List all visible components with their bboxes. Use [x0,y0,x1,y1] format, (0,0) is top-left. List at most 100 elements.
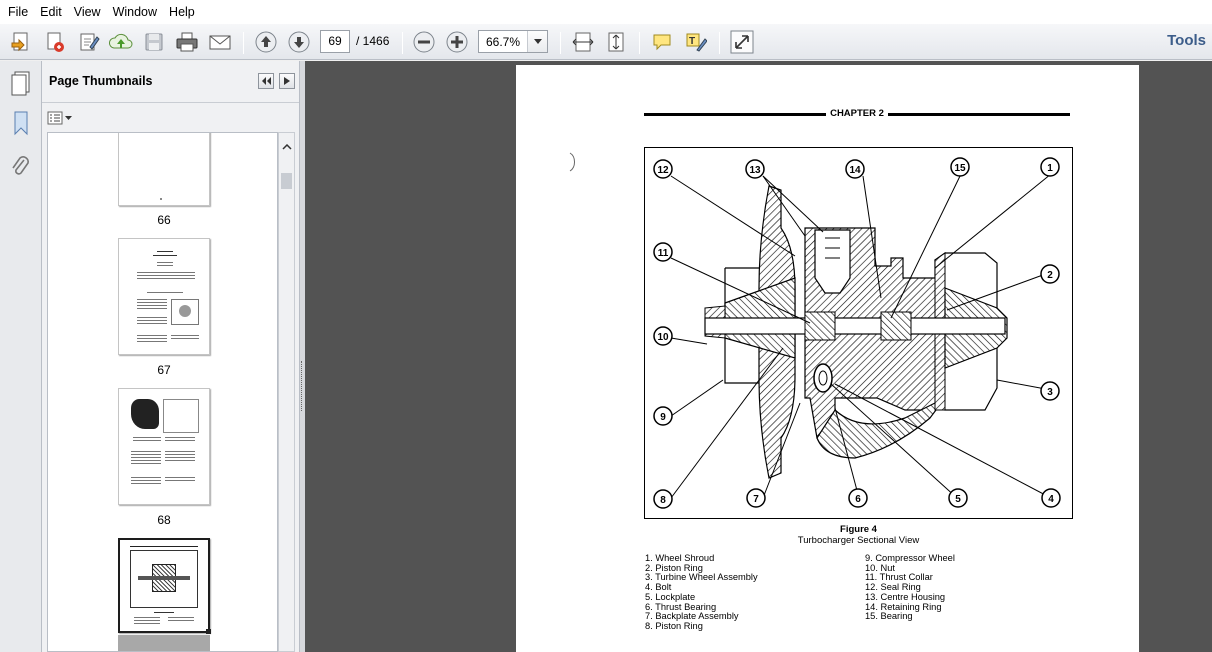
callout-1: 1 [1047,163,1053,174]
thumbnail-page-67[interactable] [118,238,210,355]
callout-leaders [670,173,1052,499]
print-icon[interactable] [175,30,199,54]
callout-circles [653,157,1061,509]
callout-11-circle [653,242,673,262]
thumbnail-label-67: 67 [157,363,171,377]
toolbar-separator [243,32,244,54]
turbocharger-figure: 12 13 14 15 1 11 2 10 3 9 8 7 6 5 4 [644,147,1073,519]
zoom-out-icon[interactable] [412,30,436,54]
edit-document-icon[interactable] [77,30,101,54]
combine-files-icon[interactable] [43,30,67,54]
chevron-down-icon[interactable] [527,31,547,52]
menu-window[interactable]: Window [112,5,158,19]
toolbar-separator [719,32,720,54]
email-icon[interactable] [208,30,232,54]
options-menu-icon[interactable] [47,110,73,126]
callout-14: 14 [849,165,861,176]
menu-view[interactable]: View [73,5,101,19]
callout-8: 8 [660,495,666,506]
callout-13-circle [745,159,765,179]
page-thumbnails-icon[interactable] [6,67,36,99]
legend-item: 8. Piston Ring [645,620,703,631]
callout-4-circle [1041,488,1061,508]
scrollbar-thumb[interactable] [281,173,292,189]
fullscreen-icon[interactable] [730,30,754,54]
next-page-icon[interactable] [287,30,311,54]
thumbnails-panel: Page Thumbnails 66 [42,61,300,652]
legend-item: 6. Thrust Bearing [645,601,717,612]
callout-2-circle [1040,264,1060,284]
thumbnail-label-66: 66 [157,213,171,227]
panel-header: Page Thumbnails [42,61,299,103]
document-page: CHAPTER 2 [516,65,1139,652]
legend-item: 1. Wheel Shroud [645,553,715,563]
toolbar-separator [639,32,640,54]
create-pdf-icon[interactable] [10,30,34,54]
legend-item: 11. Thrust Collar [865,572,933,583]
chapter-header: CHAPTER 2 [644,108,1070,120]
callout-12: 12 [657,165,669,176]
callout-14-circle [845,159,865,179]
legend-item: 14. Retaining Ring [865,601,942,612]
comment-icon[interactable] [650,30,674,54]
callout-15: 15 [954,163,966,174]
callout-15-circle [950,157,970,177]
highlight-text-icon[interactable]: T [684,30,708,54]
scan-mark [569,152,575,172]
panel-resize-handle[interactable] [300,61,305,652]
save-icon[interactable] [142,30,166,54]
options-bar [42,104,299,132]
upload-cloud-icon[interactable] [109,30,133,54]
zoom-select[interactable] [478,30,548,53]
bookmarks-icon[interactable] [6,107,36,139]
page-total: / 1466 [356,34,390,48]
figure-title: Figure 4 [840,524,877,535]
thumbnail-page-66[interactable] [118,133,210,206]
zoom-in-icon[interactable] [445,30,469,54]
toolbar: 69 / 1466 T Tools [0,24,1212,60]
page-number-input[interactable]: 69 [320,30,350,53]
legend-item: 2. Piston Ring [645,562,703,573]
callout-1-circle [1040,157,1060,177]
menu-help[interactable]: Help [169,5,195,19]
expand-panel-icon[interactable] [279,73,295,89]
thumbnail-list[interactable]: 66 67 [47,132,278,652]
previous-page-icon[interactable] [254,30,278,54]
panel-title: Page Thumbnails [49,74,153,88]
tools-button[interactable]: Tools [1167,32,1206,49]
thumbnail-label-68: 68 [157,513,171,527]
legend-item: 7. Backplate Assembly [645,611,739,622]
callout-11: 11 [658,248,669,259]
callout-13: 13 [749,165,761,176]
legend-right: 9. Compressor Wheel 10. Nut 11. Thrust C… [865,553,955,622]
callout-12-circle [653,159,673,179]
legend-item: 13. Centre Housing [865,591,946,602]
thumbnail-page-68[interactable] [118,388,210,505]
callout-4: 4 [1048,494,1054,505]
legend-item: 15. Bearing [865,611,913,622]
thumbnail-scrollbar[interactable] [278,132,295,652]
collapse-panel-icon[interactable] [258,73,274,89]
thumbnail-page-69[interactable] [118,538,211,634]
toolbar-separator [402,32,403,54]
menu-file[interactable]: File [8,5,29,19]
navigation-pane-strip [0,61,42,652]
legend-item: 9. Compressor Wheel [865,553,955,563]
menu-edit[interactable]: Edit [40,5,62,19]
fit-page-icon[interactable] [604,30,628,54]
scroll-up-icon[interactable] [282,139,292,153]
figure-subtitle: Turbocharger Sectional View [797,535,920,546]
callout-9: 9 [660,412,666,423]
callout-2: 2 [1047,270,1053,281]
svg-text:T: T [689,36,695,47]
callout-3: 3 [1047,387,1053,398]
legend-item: 12. Seal Ring [865,582,921,593]
figure-caption: Figure 4 Turbocharger Sectional View [644,524,1073,546]
callout-7-circle [746,488,766,508]
callout-6-circle [848,488,868,508]
fit-width-icon[interactable] [571,30,595,54]
menu-bar: File Edit View Window Help [0,0,1212,24]
attachments-icon[interactable] [6,151,36,183]
callout-numbers: 12 13 14 15 1 11 2 10 3 9 8 7 6 5 4 [657,163,1054,506]
zoom-input[interactable] [479,31,527,52]
